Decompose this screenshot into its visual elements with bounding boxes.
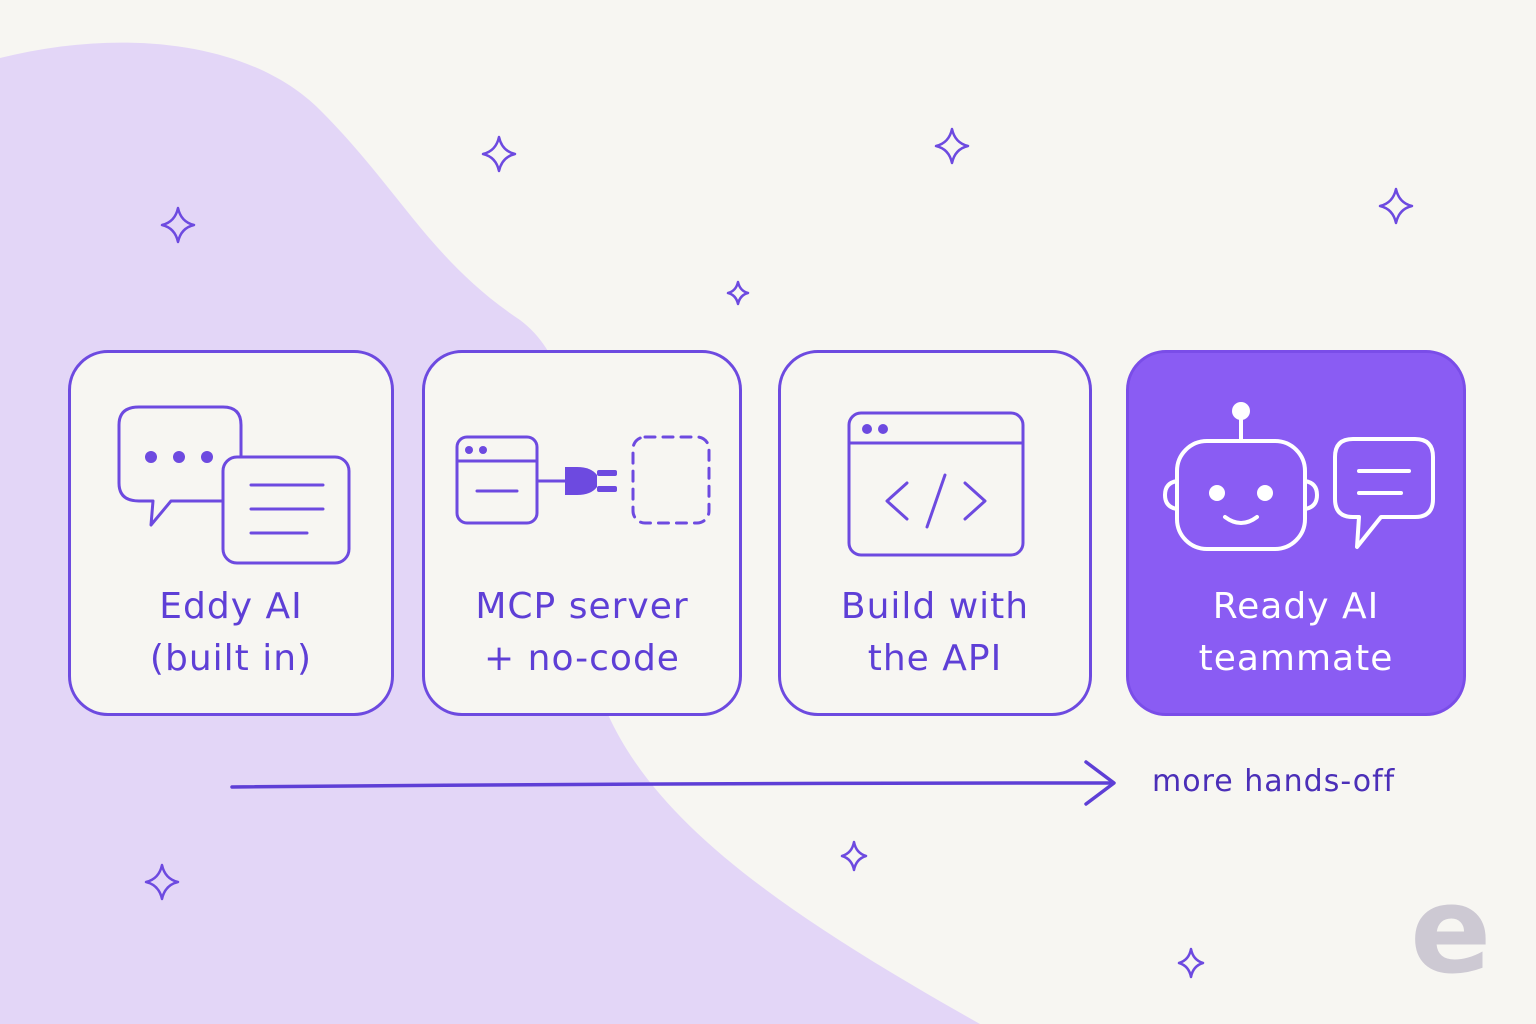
sparkle-icon [1378,187,1414,225]
step-label-line1: MCP server [475,586,689,627]
step-label-line2: + no-code [484,638,680,679]
robot-chat-icon [1163,402,1435,551]
step-label-line2: teammate [1198,638,1394,679]
brand-logo: e [1410,862,1492,1001]
step-label-line2: the API [867,638,1003,679]
sparkle-icon [934,127,970,165]
sparkle-icon [840,840,868,872]
sparkle-icon [144,863,180,901]
step-label-line1: Eddy AI [159,586,303,627]
chat-bubbles-icon [117,405,351,565]
step-label-line1: Ready AI [1212,586,1380,627]
step-label: Build with the API [781,581,1089,685]
sparkles [144,127,1414,979]
step-label: MCP server + no-code [425,581,739,685]
sparkle-icon [726,280,750,306]
sparkle-icon [481,135,517,173]
sparkle-icon [160,206,196,244]
code-window-icon [847,411,1025,557]
arrow-caption: more hands-off [1152,764,1396,799]
plug-connector-icon [455,435,711,525]
sparkle-icon [1177,947,1205,979]
step-card-ai-teammate: Ready AI teammate [1126,350,1466,716]
step-label-line2: (built in) [149,638,313,679]
step-card-mcp-server: MCP server + no-code [422,350,742,716]
step-label-line1: Build with [840,586,1030,627]
step-label: Eddy AI (built in) [71,581,391,685]
step-card-build-api: Build with the API [778,350,1092,716]
step-label: Ready AI teammate [1129,581,1463,685]
step-card-eddy-ai: Eddy AI (built in) [68,350,394,716]
